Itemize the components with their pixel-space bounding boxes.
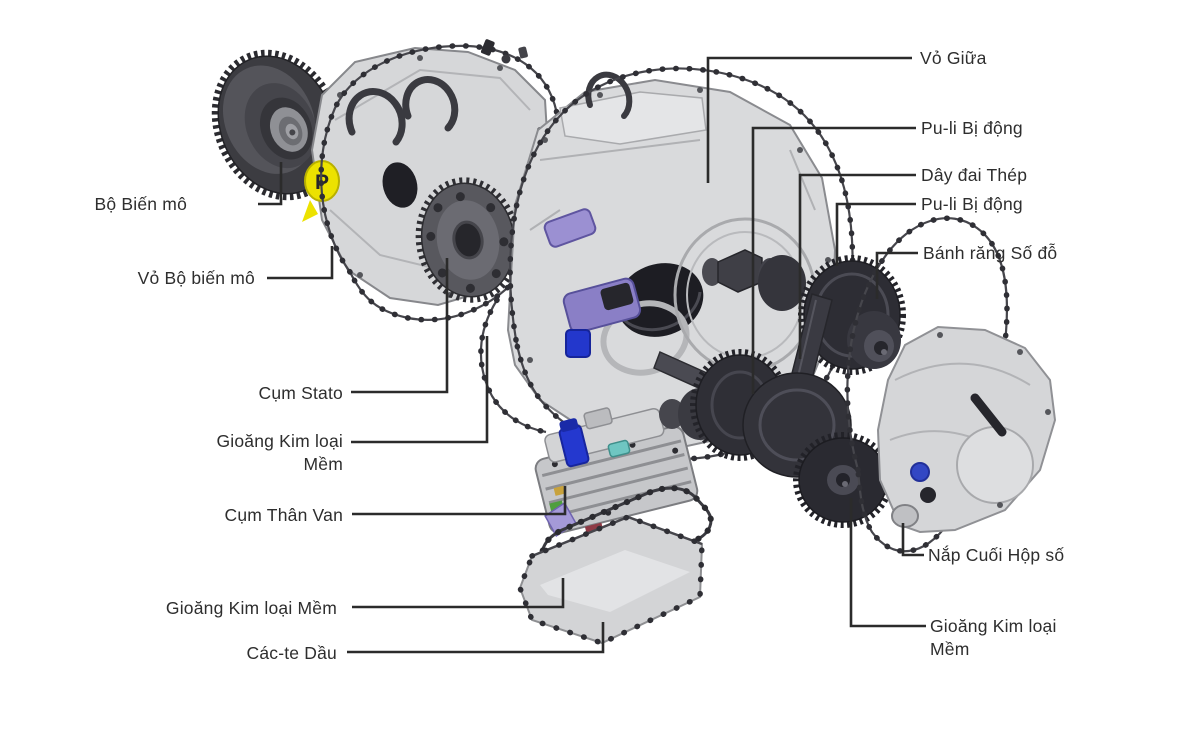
label-line: Mềm [303,454,343,474]
label-cum-than-van: Cụm Thân Van [224,505,343,525]
label-line: Mềm [930,639,970,659]
leader-banh-rang-so-do [875,251,918,299]
label-cum-stato: Cụm Stato [258,383,343,403]
end-cover [876,325,1057,534]
leader-cum-stato [351,258,449,394]
label-bo-bien-mo: Bộ Biến mô [94,194,187,214]
leader-cac-te-dau [347,622,605,654]
label-cac-te-dau: Các-te Dầu [246,643,337,663]
pulley-assembly [659,249,906,528]
label-vo-bo-bien-mo: Vỏ Bộ biến mô [137,268,255,288]
leader-day-dai-thep [798,173,916,359]
label-pu-li-bi-dong-2: Pu-li Bị động [921,194,1023,214]
stator-assembly [415,177,521,303]
leader-gioang-kim-loai-mem-1 [351,336,489,444]
label-gioang-kim-loai-mem-1: Gioăng Kim loại Mềm [216,430,343,476]
leader-pu-li-bi-dong-1 [751,126,916,394]
oil-pan [517,514,705,646]
leader-vo-giua [706,56,912,183]
label-gioang-kim-loai-mem-2: Gioăng Kim loại Mềm [165,598,337,618]
driven-pulley-upper [702,249,906,375]
leader-vo-bo-bien-mo [267,246,334,280]
leader-gioang-kim-loai-mem-3 [849,498,926,628]
label-line: Gioăng Kim loại [930,616,1057,636]
loose-bolts [480,39,528,64]
label-vo-giua: Vỏ Giữa [920,48,987,68]
leader-nap-cuoi-hop-so [901,523,924,557]
label-banh-rang-so-do: Bánh răng Số đỗ [923,243,1058,263]
torque-converter [211,49,343,201]
leader-pu-li-bi-dong-2 [835,202,916,266]
label-nap-cuoi-hop-so: Nắp Cuối Hộp số [928,545,1065,565]
driven-pulley-lower [659,349,893,528]
label-pu-li-bi-dong-1: Pu-li Bị động [921,118,1023,138]
leader-cum-than-van [352,486,567,516]
breather-plug [910,462,930,482]
leader-bo-bien-mo [258,162,283,206]
label-gioang-kim-loai-mem-3: Gioăng Kim loại Mềm [930,615,1057,661]
leader-gioang-kim-loai-mem-2 [352,578,565,609]
label-day-dai-thep: Dây đai Thép [921,165,1028,185]
valve-body [534,407,699,540]
label-line: Gioăng Kim loại [216,431,343,451]
